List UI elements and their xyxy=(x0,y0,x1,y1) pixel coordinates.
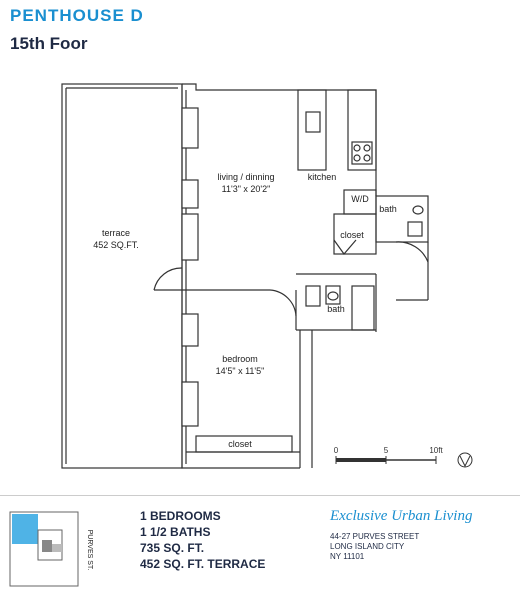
address-line-2: LONG ISLAND CITY xyxy=(330,542,405,551)
window xyxy=(181,179,199,209)
bath-upper xyxy=(375,195,429,243)
terrace-label: terrace xyxy=(102,228,130,238)
key-plan-highlight xyxy=(12,514,38,544)
address-line-1: 44-27 PURVES STREET xyxy=(330,532,420,541)
brand-name: Exclusive Urban Living xyxy=(330,508,473,524)
terrace-area: 452 SQ.FT. xyxy=(93,240,139,250)
spec-bedrooms: 1 BEDROOMS xyxy=(140,509,221,523)
street-label: PURVES ST. xyxy=(86,530,93,571)
kitchen-sink xyxy=(305,111,321,133)
exterior-wall xyxy=(181,84,300,469)
bathtub xyxy=(351,285,375,331)
window xyxy=(181,313,199,347)
living-label: living / dinning xyxy=(217,172,274,182)
closet-door xyxy=(333,239,357,255)
bedroom-label: bedroom xyxy=(222,354,258,364)
brand-address: 44-27 PURVES STREET LONG ISLAND CITY NY … xyxy=(330,532,419,562)
closet-upper-label: closet xyxy=(340,230,364,240)
door-swing xyxy=(269,289,297,317)
kitchen-counter xyxy=(347,89,377,171)
unit-specs: 1 BEDROOMS 1 1/2 BATHS 735 SQ. FT. 452 S… xyxy=(140,508,265,572)
window xyxy=(181,107,199,149)
scale-ten: 10ft xyxy=(429,446,443,455)
door-swing xyxy=(153,267,183,291)
north-arrow-icon xyxy=(457,452,473,468)
window xyxy=(181,213,199,261)
scale-bar: 0 5 10ft xyxy=(334,446,443,464)
bath-lower-label: bath xyxy=(327,304,345,314)
stove xyxy=(351,141,373,165)
spec-sqft: 735 SQ. FT. xyxy=(140,541,205,555)
address-line-3: NY 11101 xyxy=(330,552,365,561)
spec-terrace: 452 SQ. FT. TERRACE xyxy=(140,557,266,571)
door-swing xyxy=(395,241,429,263)
toilet xyxy=(325,285,341,305)
scale-five: 5 xyxy=(384,446,389,455)
scale-zero: 0 xyxy=(334,446,339,455)
closet-lower-label: closet xyxy=(228,439,252,449)
floor-plan: terrace 452 SQ.FT. living / dinning 11'3… xyxy=(61,83,473,469)
spec-baths: 1 1/2 BATHS xyxy=(140,525,211,539)
floor-subtitle: 15th Foor xyxy=(10,34,88,53)
unit-title: PENTHOUSE D xyxy=(10,6,144,25)
bedroom-dims: 14'5" x 11'5" xyxy=(216,366,265,376)
key-plan: PURVES ST. xyxy=(9,511,93,587)
kitchen-counter xyxy=(297,89,327,171)
window xyxy=(181,381,199,427)
bath-sink xyxy=(305,285,321,307)
kitchen-label: kitchen xyxy=(308,172,337,182)
bath-upper-label: bath xyxy=(379,204,397,214)
footer-divider xyxy=(0,495,520,496)
terrace-outline xyxy=(61,83,183,469)
living-dims: 11'3" x 20'2" xyxy=(222,184,271,194)
wd-label: W/D xyxy=(351,194,369,204)
north-wall xyxy=(182,83,377,196)
